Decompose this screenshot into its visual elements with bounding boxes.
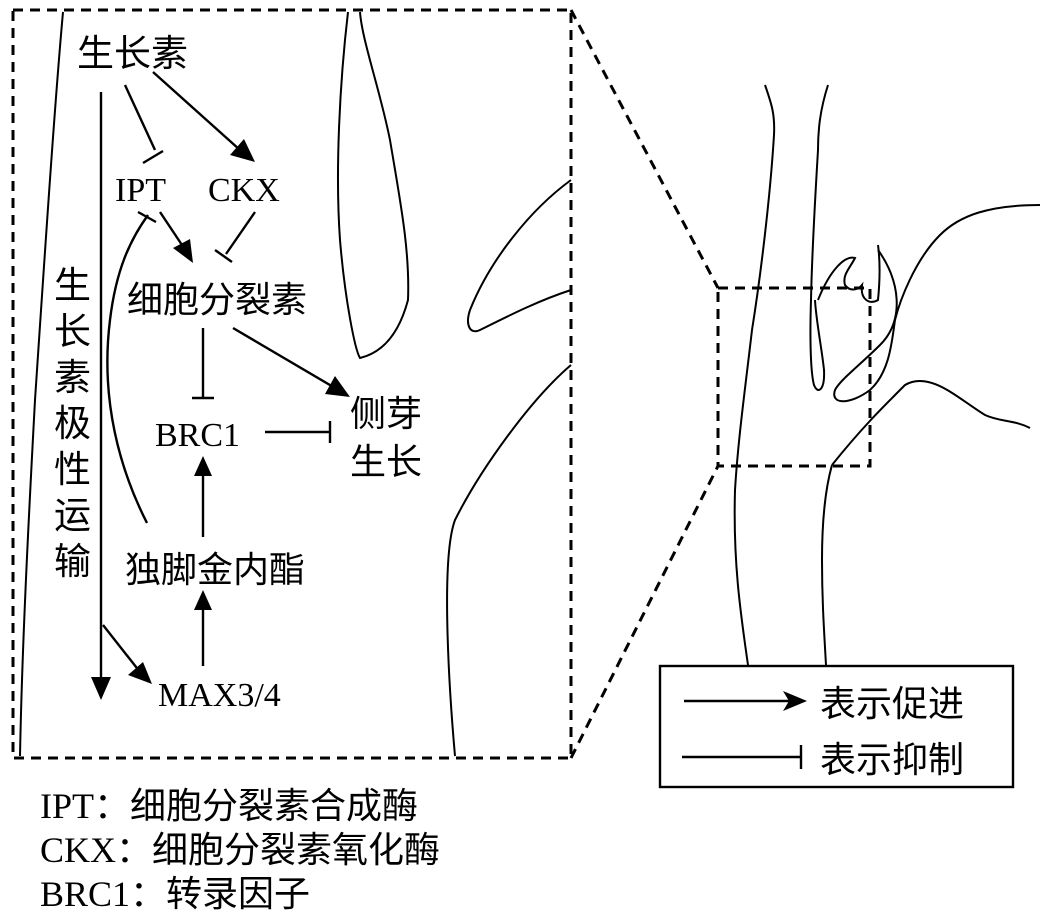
footnote-abbr: IPT： (40, 786, 130, 826)
edge-transport-max (102, 624, 141, 673)
inset-leaf-primordium (337, 11, 410, 360)
vertical-char: 长 (54, 310, 91, 353)
vertical-label-polar-transport: 生 长 素 极 性 运 输 (54, 264, 91, 583)
inhibit-bar-cytokinin (214, 249, 233, 263)
footnote-abbr: CKX： (40, 830, 152, 870)
footnote-ipt: IPT：细胞分裂素合成酶 (40, 786, 418, 827)
legend-arrowhead (783, 691, 807, 711)
stem-right-lower (820, 464, 833, 666)
node-ipt: IPT (115, 172, 166, 209)
edge-ckx-cytokinin (225, 211, 256, 255)
stem-left-edge (733, 84, 776, 666)
focus-region-frame (716, 286, 872, 468)
footnote-brc1: BRC1：转录因子 (40, 874, 310, 915)
vertical-char: 生 (54, 264, 91, 307)
arrowhead-strigolactone (194, 590, 212, 610)
lateral-branch-upper (833, 204, 1041, 403)
legend: 表示促进 表示抑制 (658, 664, 1015, 789)
node-lateral-bud-1: 侧芽 (350, 394, 422, 435)
footnote-ckx: CKX：细胞分裂素氧化酶 (40, 830, 440, 871)
inset-sketch (19, 11, 572, 757)
apical-bud (817, 244, 881, 303)
node-strigolactone: 独脚金内酯 (125, 550, 305, 591)
zoom-inset-frame (11, 8, 573, 760)
edge-auxin-ckx (152, 71, 241, 151)
legend-inhibit-label: 表示抑制 (820, 740, 964, 781)
inset-stem-left (19, 11, 64, 757)
vertical-char: 性 (54, 448, 91, 491)
arrowhead-brc1 (194, 456, 212, 476)
inhibit-bar-ipt-2 (137, 210, 157, 224)
node-cytokinin: 细胞分裂素 (127, 280, 307, 321)
inset-lateral-bud (467, 179, 572, 333)
edge-strigolactone-ipt (106, 214, 149, 524)
stem-right-edge (809, 84, 829, 391)
arrowhead-max (128, 662, 152, 684)
legend-frame (658, 664, 1015, 789)
edges (91, 71, 350, 700)
zoom-connector-bottom (569, 465, 720, 759)
inset-stem-right (446, 364, 572, 757)
arrowhead-polar-transport (91, 677, 111, 700)
legend-promote-label: 表示促进 (820, 684, 964, 725)
vertical-char: 极 (54, 402, 91, 445)
zoom-connector-top (569, 9, 720, 289)
footnotes: IPT：细胞分裂素合成酶 CKX：细胞分裂素氧化酶 BRC1：转录因子 (40, 786, 440, 915)
arrowhead-cytokinin-from-ipt (173, 239, 193, 263)
vertical-char: 运 (54, 494, 91, 537)
node-max: MAX3/4 (158, 677, 281, 714)
inhibit-bar-ipt (142, 149, 164, 165)
footnote-desc: 转录因子 (166, 874, 310, 915)
edge-ipt-cytokinin (159, 211, 183, 246)
edge-auxin-ipt (123, 84, 157, 151)
plant-sketch (733, 84, 1041, 666)
vertical-char: 输 (54, 540, 91, 583)
lateral-branch-lower (831, 379, 1031, 466)
footnote-desc: 细胞分裂素合成酶 (130, 786, 418, 827)
vertical-char: 素 (54, 356, 91, 399)
edge-cytokinin-bud (232, 326, 336, 390)
arrowhead-bud (325, 376, 350, 397)
node-ckx: CKX (208, 172, 280, 209)
arrowhead-ckx (230, 139, 255, 162)
footnote-abbr: BRC1： (40, 874, 166, 914)
node-brc1: BRC1 (155, 417, 240, 454)
node-lateral-bud-2: 生长 (350, 442, 422, 483)
node-auxin: 生长素 (77, 32, 188, 75)
footnote-desc: 细胞分裂素氧化酶 (152, 830, 440, 871)
